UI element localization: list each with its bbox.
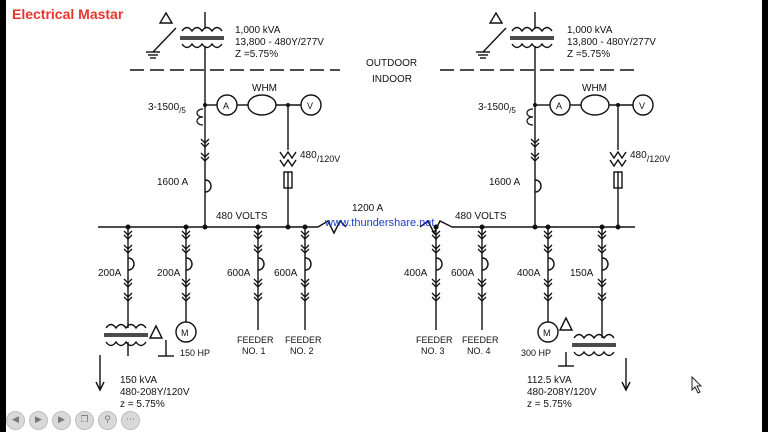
play-icon[interactable]: ▶ (29, 410, 48, 430)
small-left-tx-impedance: z = 5.75% (120, 399, 165, 410)
left-pt-ratio: 480/120V (300, 150, 340, 164)
feeder-4-title: FEEDER (462, 335, 499, 345)
branch-label-5: 400A (404, 268, 428, 279)
right-whm-label: WHM (582, 83, 607, 94)
indoor-label: INDOOR (372, 74, 412, 85)
motor-left-rating: 150 HP (180, 348, 210, 358)
feeder-3-number: NO. 3 (421, 346, 445, 356)
left-tx-primary (181, 26, 223, 33)
branch-label-1: 200A (98, 268, 122, 279)
watermark: www.thundershare.net (324, 217, 434, 229)
right-voltmeter-symbol: V (639, 101, 645, 111)
left-whm (247, 94, 277, 116)
more-icon[interactable]: ⋯ (121, 410, 140, 430)
right-tx-voltage: 13,800 - 480Y/277V (567, 37, 656, 48)
zoom-icon[interactable]: ⚲ (98, 410, 117, 430)
next-icon[interactable]: ▶ (52, 410, 71, 430)
right-pt-fuse (613, 171, 623, 189)
feeder-2-title: FEEDER (285, 335, 322, 345)
tie-breaker-left (317, 219, 347, 235)
player-controls: ◀ ▶ ▶ ❐ ⚲ ⋯ (6, 408, 140, 432)
small-right-tx-impedance: z = 5.75% (527, 399, 572, 410)
feeder-3-title: FEEDER (416, 335, 453, 345)
right-pt-ratio: 480/120V (630, 150, 670, 164)
mouse-cursor-icon (691, 375, 703, 394)
right-tx-secondary (511, 42, 553, 49)
right-tx-primary (511, 26, 553, 33)
left-whm-label: WHM (252, 83, 277, 94)
motor-right-rating: 300 HP (521, 348, 551, 358)
tie-breaker-rating: 1200 A (352, 203, 383, 214)
right-ammeter-symbol: A (556, 101, 562, 111)
left-bus-voltage: 480 VOLTS (216, 211, 268, 222)
feeder-1-title: FEEDER (237, 335, 274, 345)
left-main-breaker-label: 1600 A (157, 177, 188, 188)
branch-label-6: 600A (451, 268, 475, 279)
right-ct-ratio: 3-1500/5 (478, 102, 516, 115)
left-letterbox (0, 0, 6, 432)
right-whm (580, 94, 610, 116)
branch-label-8: 150A (570, 268, 594, 279)
left-ct-ratio: 3-1500/5 (148, 102, 186, 115)
channel-logo: Electrical Mastar (12, 6, 124, 22)
small-right-tx-voltage: 480-208Y/120V (527, 387, 597, 398)
motor-300hp (537, 321, 559, 343)
branch-label-7: 400A (517, 268, 541, 279)
left-tx-voltage: 13,800 - 480Y/277V (235, 37, 324, 48)
right-main-breaker-label: 1600 A (489, 177, 520, 188)
right-bus-voltage: 480 VOLTS (455, 211, 507, 222)
branch-label-4: 600A (274, 268, 298, 279)
copy-icon[interactable]: ❐ (75, 410, 94, 430)
left-ammeter-symbol: A (223, 101, 229, 111)
small-left-tx-voltage: 480-208Y/120V (120, 387, 190, 398)
feeder-4-number: NO. 4 (467, 346, 491, 356)
motor-150hp (175, 321, 197, 343)
left-tx-impedance: Z =5.75% (235, 49, 278, 60)
left-voltmeter-symbol: V (307, 101, 313, 111)
left-tx-secondary (181, 42, 223, 49)
right-letterbox (762, 0, 768, 432)
motor-left-symbol: M (181, 328, 189, 338)
previous-icon[interactable]: ◀ (6, 410, 25, 430)
branch-label-2: 200A (157, 268, 181, 279)
left-pt-fuse (283, 171, 293, 189)
feeder-2-number: NO. 2 (290, 346, 314, 356)
small-right-tx-kva: 112.5 kVA (527, 375, 572, 386)
left-tx-kva: 1,000 kVA (235, 25, 281, 36)
outdoor-label: OUTDOOR (366, 58, 417, 69)
right-tx-kva: 1,000 kVA (567, 25, 613, 36)
bus-junctions (125, 103, 621, 230)
motor-right-symbol: M (543, 328, 551, 338)
small-left-tx-kva: 150 kVA (120, 375, 157, 386)
right-tx-impedance: Z =5.75% (567, 49, 610, 60)
branch-label-3: 600A (227, 268, 251, 279)
feeder-1-number: NO. 1 (242, 346, 266, 356)
